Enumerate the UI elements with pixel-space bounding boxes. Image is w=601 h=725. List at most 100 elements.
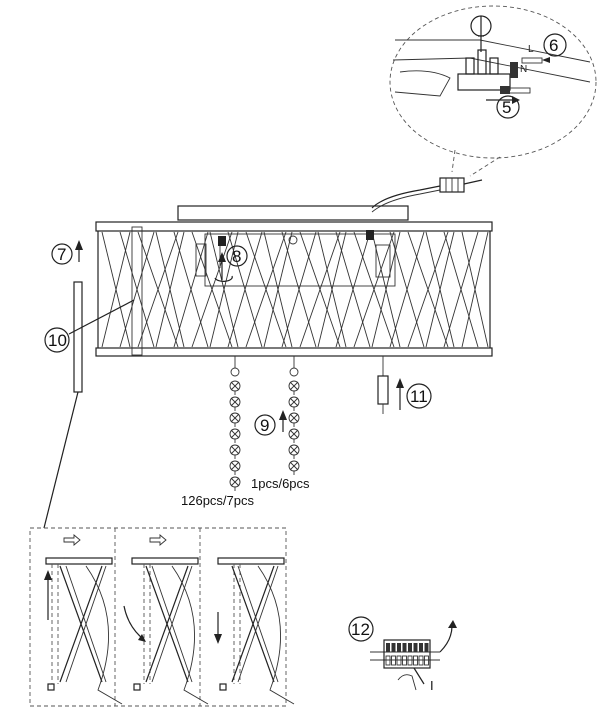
terminal-mark-label: I: [430, 678, 434, 693]
crystal-facet: [289, 381, 299, 391]
terminal-slot: [407, 655, 413, 666]
terminal-screw: [386, 643, 390, 652]
crystal-facet: [230, 477, 240, 487]
cross-strip: [231, 565, 275, 683]
shade-curve: [85, 565, 123, 705]
install-step-b: [131, 557, 209, 705]
install-step-c: [217, 557, 295, 705]
terminal-slot: [418, 655, 424, 666]
lattice-strip: [173, 231, 209, 348]
lattice-strip: [407, 231, 449, 348]
step-10-circle: [44, 327, 70, 353]
socket-right: [366, 230, 374, 240]
step-6-label: 6: [549, 36, 558, 55]
lattice-strip: [245, 231, 287, 348]
terminal-screw: [402, 643, 407, 652]
terminal-screw: [424, 643, 429, 652]
terminal-strip: [383, 639, 431, 669]
lattice-strip: [227, 231, 263, 348]
cross-strip: [145, 565, 189, 683]
terminal-slot: [424, 655, 429, 666]
step-11-circle: [406, 383, 432, 409]
strip-install-detail-panel: [29, 527, 295, 707]
step-10-leader: [68, 299, 135, 335]
wiring-detail-bubble: N L 6 5: [389, 5, 597, 177]
detail-leader-line: [43, 391, 79, 529]
fixture-bottom-rim: [95, 347, 493, 357]
strip-outline: [131, 226, 143, 356]
cross-strip: [237, 565, 279, 683]
quantity-right-label: 1pcs/6pcs: [251, 476, 310, 491]
terminal-screw: [413, 643, 418, 652]
step-7-label: 7: [57, 245, 66, 264]
side-strip-callout: 7 10: [43, 240, 135, 529]
chain-hook: [289, 367, 299, 377]
crystal-facet: [289, 461, 299, 471]
terminal-slot: [391, 655, 396, 666]
step-12-circle: [348, 616, 374, 642]
wire-live-label: L: [528, 44, 534, 55]
terminal-screw: [391, 643, 396, 652]
panel-bottom-clip: [47, 683, 55, 691]
step-10-label: 10: [48, 331, 67, 350]
lattice-strip: [119, 231, 155, 348]
screwdriver-hand: [397, 674, 417, 691]
step-6-circle: [543, 33, 567, 57]
terminal-slot: [396, 655, 402, 666]
power-cable: [371, 177, 483, 213]
step-11-label: 11: [410, 387, 428, 406]
crystal-facet: [230, 429, 240, 439]
lattice-strip: [191, 231, 233, 348]
step-5-label: 5: [502, 98, 511, 117]
lattice-strip: [335, 231, 371, 348]
terminal-slot: [402, 655, 407, 666]
cross-strip: [59, 565, 103, 683]
lattice-strip: [443, 231, 479, 348]
bulb-insert-callout: 11: [377, 356, 432, 414]
bulb-holder: [375, 244, 391, 278]
lattice-strip: [281, 231, 317, 348]
cross-strip: [65, 565, 107, 683]
crystal-chain-left: [229, 367, 241, 491]
crystal-facet: [289, 397, 299, 407]
terminal-screw: [419, 643, 423, 652]
crystal-chains: 9 126pcs/7pcs 1pcs/6pcs: [181, 356, 310, 508]
step-12-label: 12: [351, 620, 370, 639]
crystal-chain-right: [288, 367, 300, 475]
terminal-cells: [385, 643, 429, 666]
crystal-strip-part: [73, 281, 83, 393]
terminal-screw: [397, 643, 401, 652]
ceiling-canopy: [177, 205, 409, 221]
crystal-facet: [289, 445, 299, 455]
crystal-strip-lattice: [101, 231, 489, 348]
crystal-facet: [230, 445, 240, 455]
terminal-slot: [413, 655, 418, 666]
lattice-strip: [299, 231, 341, 348]
fixture-body: 8: [95, 221, 493, 357]
lattice-strip: [461, 231, 489, 348]
lattice-strip: [353, 231, 395, 348]
install-step-a: [45, 557, 123, 705]
crystal-facet: [230, 381, 240, 391]
shade-curve: [257, 565, 295, 705]
swing-arrow: [123, 605, 143, 639]
terminal-screw: [408, 643, 412, 652]
rotate-arrow: [214, 275, 233, 282]
lattice-strip: [389, 231, 425, 348]
crystal-facet: [230, 413, 240, 423]
step-9-circle: [254, 414, 276, 436]
step-8-circle: [226, 245, 248, 267]
step-5-circle: [496, 95, 520, 119]
panel-bottom-clip: [219, 683, 227, 691]
g9-bulb: [377, 375, 389, 405]
panel-top-rail: [217, 557, 285, 565]
panel-top-rail: [131, 557, 199, 565]
quantity-left-label: 126pcs/7pcs: [181, 493, 254, 508]
fixture-top-rim: [95, 221, 493, 232]
slide-right-arrow-b: [149, 534, 167, 546]
step-7-circle: [51, 243, 73, 265]
cross-strip: [151, 565, 193, 683]
panel-bottom-clip: [133, 683, 141, 691]
crystal-facet: [289, 429, 299, 439]
